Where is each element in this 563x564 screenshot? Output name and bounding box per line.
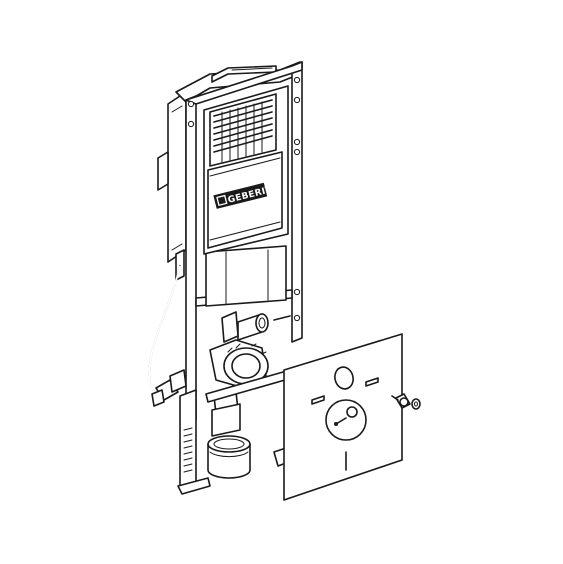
drain-pipe-stub <box>211 403 241 437</box>
flush-pipe-cutout <box>334 366 354 390</box>
drain-bend <box>209 339 269 437</box>
frame-holes <box>187 76 301 322</box>
installation-frame <box>185 61 303 425</box>
right-slot <box>365 377 379 387</box>
drain-connector-sleeve <box>207 435 251 479</box>
ribbed-grille <box>213 99 273 163</box>
washers <box>411 398 421 410</box>
left-slot <box>311 395 325 405</box>
adjustable-frame-feet <box>177 369 295 495</box>
cistern-front <box>203 85 289 255</box>
drain-cutout <box>325 399 367 441</box>
sound-insulation-mat <box>283 333 403 501</box>
flexible-water-hose <box>148 265 187 407</box>
concealed-cistern <box>157 91 187 281</box>
fixing-bolts <box>391 393 411 409</box>
supply-valve <box>221 311 291 343</box>
